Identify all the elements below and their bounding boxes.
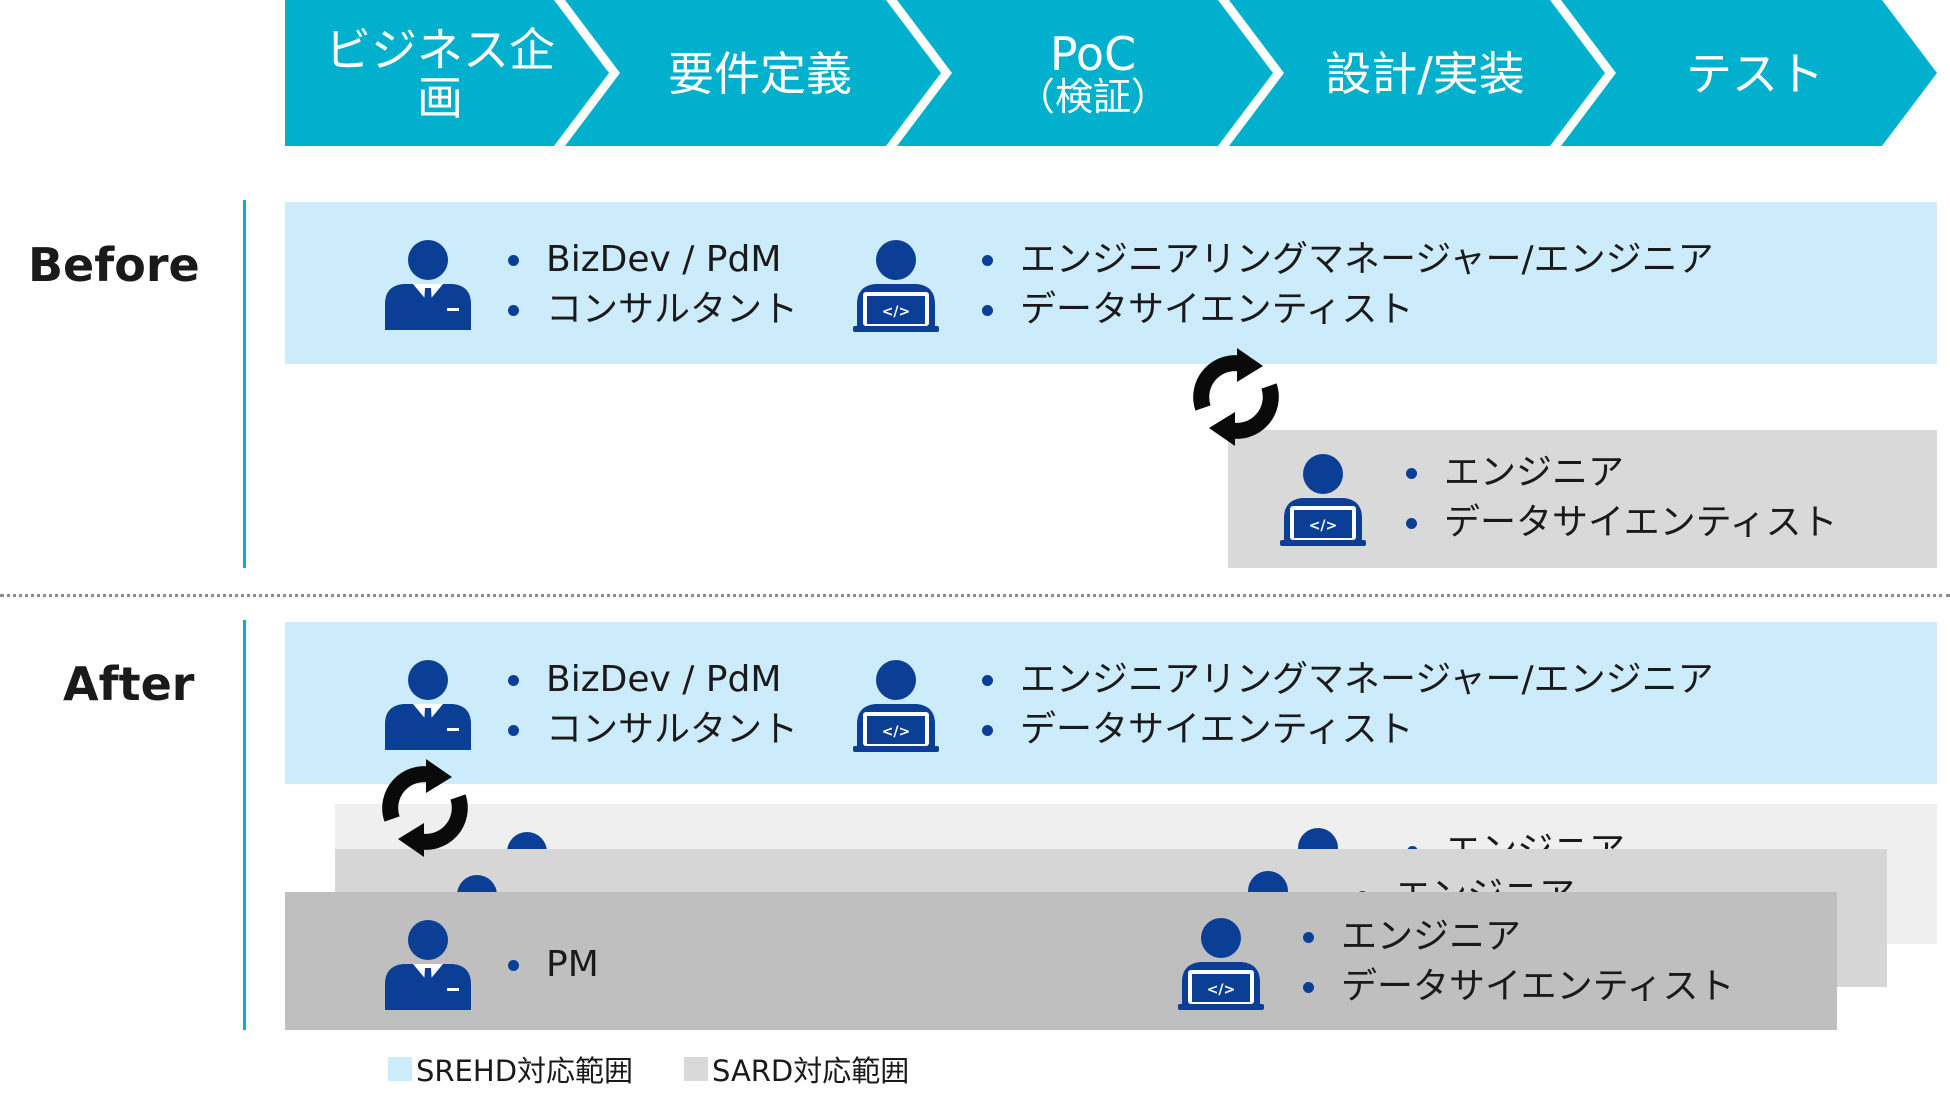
engineer-laptop-icon: </>	[1178, 918, 1264, 1010]
svg-text:</>: </>	[882, 304, 911, 320]
stage-3-label: PoC （検証）	[958, 0, 1228, 148]
list-item: コンサルタント	[508, 285, 798, 335]
stage-1-title: ビジネス企画	[325, 22, 555, 125]
before-eng-roles-list: エンジニアリングマネージャー/エンジニア データサイエンティスト	[982, 235, 1714, 335]
stage-2-label: 要件定義	[625, 0, 895, 148]
after-label: After	[63, 657, 195, 711]
legend-label-srehd: SREHD対応範囲	[416, 1054, 634, 1088]
stage-3-chevron	[897, 0, 1273, 146]
stage-2-title: 要件定義	[668, 46, 852, 101]
stage-4-chevron	[1229, 0, 1605, 146]
legend-sard: SARD対応範囲	[684, 1048, 909, 1090]
stage-3-title: PoC	[1049, 26, 1137, 81]
list-item: PM	[508, 940, 599, 990]
after-divider-line	[243, 620, 246, 1030]
after-biz-roles-list: BizDev / PdM コンサルタント	[508, 655, 798, 755]
stage-4-label: 設計/実装	[1290, 0, 1560, 148]
list-item: データサイエンティスト	[982, 705, 1714, 755]
list-item: エンジニア	[1303, 912, 1734, 962]
list-item: コンサルタント	[508, 705, 798, 755]
business-person-icon	[385, 660, 471, 750]
legend-label-sard: SARD対応範囲	[712, 1054, 910, 1088]
stage-2-chevron	[565, 0, 941, 146]
list-item: データサイエンティスト	[982, 285, 1714, 335]
business-person-icon	[385, 920, 471, 1010]
legend-swatch-srehd	[388, 1057, 412, 1081]
engineer-laptop-icon: </>	[853, 660, 939, 752]
list-item: BizDev / PdM	[508, 655, 798, 705]
process-flow	[285, 0, 1937, 146]
list-item: データサイエンティスト	[1303, 962, 1734, 1012]
before-biz-roles-list: BizDev / PdM コンサルタント	[508, 235, 798, 335]
stage-5-title: テスト	[1686, 46, 1824, 101]
svg-text:</>: </>	[1309, 518, 1338, 534]
front-eng-list: エンジニア データサイエンティスト	[1303, 912, 1734, 1012]
before-divider-line	[243, 200, 246, 568]
stage-5-label: テスト	[1620, 0, 1890, 148]
after-srehd-band: BizDev / PdM コンサルタント </> エンジニアリングマネージャー/…	[285, 622, 1937, 784]
svg-text:</>: </>	[882, 724, 911, 740]
stage-1-label: ビジネス企画	[305, 0, 575, 148]
list-item: エンジニア	[1406, 448, 1837, 498]
stage-5-chevron	[1561, 0, 1937, 146]
list-item: BizDev / PdM	[508, 235, 798, 285]
engineer-laptop-icon: </>	[853, 240, 939, 332]
svg-text:</>: </>	[1207, 982, 1236, 998]
stage-4-title: 設計/実装	[1325, 46, 1525, 101]
list-item: エンジニアリングマネージャー/エンジニア	[982, 235, 1714, 285]
after-sard-card-front: PM </> エンジニア データサイエンティスト	[285, 892, 1837, 1030]
stage-1-chevron	[285, 0, 609, 146]
list-item: データサイエンティスト	[1406, 498, 1837, 548]
before-sard-band: </> エンジニア データサイエンティスト	[1228, 430, 1937, 568]
business-person-icon	[385, 240, 471, 330]
before-srehd-band: BizDev / PdM コンサルタント </> エンジニアリングマネージャー/…	[285, 202, 1937, 364]
engineer-laptop-icon: </>	[1280, 454, 1366, 546]
before-label: Before	[28, 238, 200, 292]
legend-swatch-sard	[684, 1057, 708, 1081]
before-sard-roles-list: エンジニア データサイエンティスト	[1406, 448, 1837, 548]
section-divider	[0, 594, 1950, 597]
cycle-arrows-icon	[382, 759, 468, 857]
front-pm-list: PM	[508, 940, 599, 990]
after-eng-roles-list: エンジニアリングマネージャー/エンジニア データサイエンティスト	[982, 655, 1714, 755]
legend-srehd: SREHD対応範囲	[388, 1048, 633, 1090]
list-item: エンジニアリングマネージャー/エンジニア	[982, 655, 1714, 705]
cycle-arrows-icon	[1193, 348, 1279, 446]
stage-3-subtitle: （検証）	[1016, 75, 1169, 120]
